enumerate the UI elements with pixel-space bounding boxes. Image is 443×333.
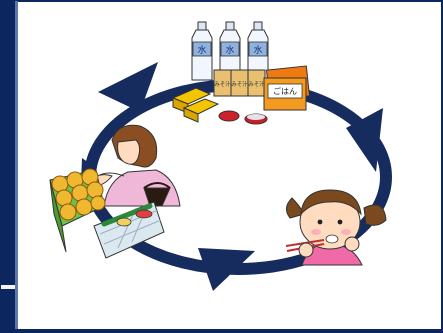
- miso-soup-can: みそ汁: [214, 70, 231, 96]
- water-label: 水: [197, 44, 206, 56]
- basket-item: [136, 210, 152, 218]
- left-border-gap: [1, 285, 16, 289]
- can-label: みそ汁: [231, 80, 248, 88]
- miso-soup-can: みそ汁: [248, 70, 265, 96]
- girl-hand: [345, 237, 359, 251]
- basket-item: [117, 218, 131, 226]
- bottom-border: [1, 329, 442, 332]
- can-label: みそ汁: [248, 80, 265, 88]
- miso-soup-can: みそ汁: [231, 70, 248, 96]
- canned-food: [219, 111, 239, 121]
- water-label: 水: [253, 44, 262, 56]
- left-border-shadow: [15, 1, 18, 332]
- rice-pack-label: ごはん: [273, 86, 297, 96]
- water-label: 水: [225, 44, 234, 56]
- girl-hand: [299, 243, 313, 257]
- left-border-bar: [1, 1, 16, 332]
- can-label: みそ汁: [214, 80, 231, 88]
- rice-pack: ごはん: [264, 78, 306, 110]
